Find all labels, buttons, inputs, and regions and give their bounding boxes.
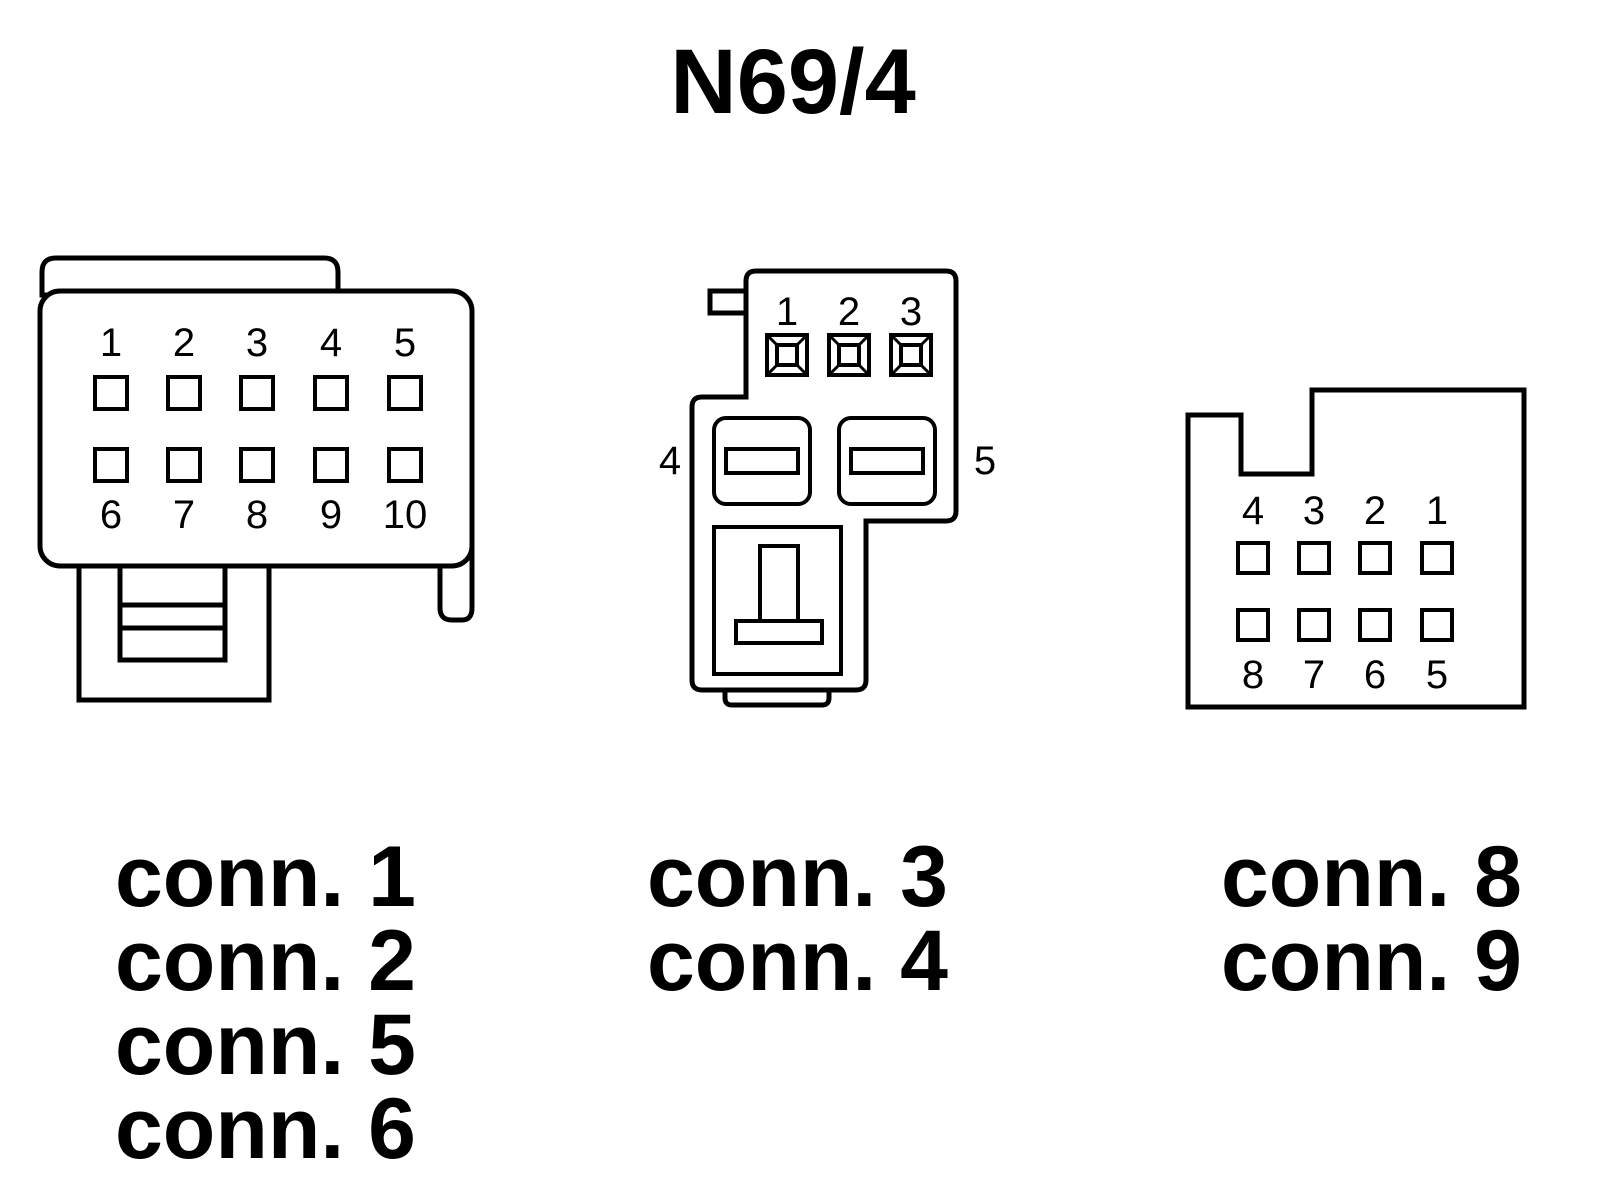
pin-socket	[313, 375, 349, 411]
pin-label: 5	[1426, 653, 1448, 697]
pin-socket	[1358, 608, 1392, 642]
pin-socket	[827, 333, 871, 377]
pin-label: 7	[173, 493, 195, 537]
pin-label: 1	[1426, 489, 1448, 533]
pin-socket	[387, 375, 423, 411]
pin-socket	[93, 375, 129, 411]
pin-label: 1	[100, 321, 122, 365]
pin-label: 8	[246, 493, 268, 537]
pin-label: 2	[173, 321, 195, 365]
pin-label: 6	[1364, 653, 1386, 697]
pin-socket	[1297, 541, 1331, 575]
pin-socket	[239, 375, 275, 411]
pin-label: 3	[246, 321, 268, 365]
pin-socket	[387, 447, 423, 483]
pin-socket	[313, 447, 349, 483]
center-connector: 1 2 3	[659, 268, 996, 708]
pin-socket	[1236, 608, 1270, 642]
pin-socket	[93, 447, 129, 483]
pin-label: 5	[974, 439, 996, 483]
pin-label: 3	[900, 290, 922, 334]
pin-socket	[889, 333, 933, 377]
pin-socket	[1358, 541, 1392, 575]
pin-socket	[1420, 541, 1454, 575]
pin-label: 10	[383, 493, 428, 537]
pin-label: 4	[320, 321, 342, 365]
connector-label: conn. 9	[1221, 913, 1522, 1009]
pin-label: 3	[1303, 489, 1325, 533]
connector-label: conn. 8	[1221, 829, 1522, 925]
pin-socket	[1236, 541, 1270, 575]
pin-socket	[239, 447, 275, 483]
pin-label: 6	[100, 493, 122, 537]
pin-label: 4	[1242, 489, 1264, 533]
pin-label: 5	[394, 321, 416, 365]
pin-socket	[1420, 608, 1454, 642]
connector-label: conn. 4	[647, 913, 948, 1009]
connector-label: conn. 2	[115, 913, 416, 1009]
connector-label: conn. 5	[115, 997, 416, 1093]
pin-label: 4	[659, 439, 681, 483]
connector-label: conn. 6	[115, 1081, 416, 1177]
connector-label: conn. 1	[115, 829, 416, 925]
pin-label: 2	[838, 290, 860, 334]
connector-label: conn. 3	[647, 829, 948, 925]
pin-socket	[166, 375, 202, 411]
pin-label: 1	[776, 290, 798, 334]
diagram-title: N69/4	[670, 31, 916, 133]
pin-label: 8	[1242, 653, 1264, 697]
left-connector: 1 2 3 4 5 6 7 8 9 10	[37, 255, 475, 703]
pin-socket	[166, 447, 202, 483]
pin-socket	[765, 333, 809, 377]
pin-label: 7	[1303, 653, 1325, 697]
pin-label: 9	[320, 493, 342, 537]
right-connector: 4 3 2 1 8 7 6 5	[1185, 387, 1527, 710]
pin-socket	[1297, 608, 1331, 642]
pin-label: 2	[1364, 489, 1386, 533]
